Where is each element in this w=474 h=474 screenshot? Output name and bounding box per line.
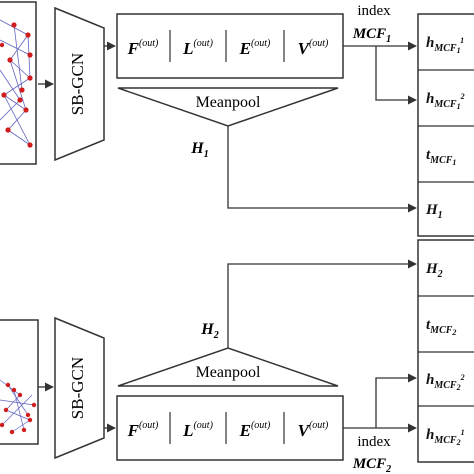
embedding-table-bottom xyxy=(417,239,474,463)
embedding-top-cell-1: hMCF11 xyxy=(426,35,464,55)
input-graph-bottom xyxy=(0,319,39,445)
output-box-bottom xyxy=(116,395,344,461)
edge-output-top: E(out) xyxy=(239,38,271,58)
embedding-bottom-cell-4: hMCF21 xyxy=(426,427,465,447)
embedding-top-cell-4: H1 xyxy=(425,202,443,221)
index-word-top: index xyxy=(357,3,391,19)
embedding-bottom-cell-2: tMCF2 xyxy=(426,317,456,337)
embedding-bottom-cell-1: H2 xyxy=(425,261,443,280)
meanpool-top xyxy=(117,87,339,127)
edge-output-bottom: E(out) xyxy=(239,420,271,440)
connectors-top xyxy=(227,41,417,213)
pooled-label-top: H1 xyxy=(190,140,208,160)
face-output-top: F(out) xyxy=(127,38,159,58)
connectors-bottom xyxy=(227,259,417,433)
meanpool-label-bottom: Meanpool xyxy=(196,364,261,381)
embedding-bottom-cell-3: hMCF22 xyxy=(426,372,465,392)
index-symbol-bottom: MCF2 xyxy=(352,456,391,474)
vertex-output-bottom: V(out) xyxy=(298,420,329,440)
meanpool-bottom xyxy=(117,347,339,387)
embedding-top-cell-2: hMCF12 xyxy=(426,91,465,111)
vertex-output-top: V(out) xyxy=(298,38,329,58)
loop-output-top: L(out) xyxy=(182,38,213,58)
output-box-top xyxy=(116,13,344,79)
embedding-table-top xyxy=(417,13,474,237)
loop-output-bottom: L(out) xyxy=(182,420,213,440)
index-symbol-top: MCF1 xyxy=(352,26,391,45)
pooled-label-bottom: H2 xyxy=(200,321,218,341)
index-word-bottom: index xyxy=(357,434,391,450)
meanpool-label-top: Meanpool xyxy=(196,94,261,111)
encoder-block-bottom xyxy=(54,316,105,460)
face-output-bottom: F(out) xyxy=(127,420,159,440)
embedding-top-cell-3: tMCF1 xyxy=(426,147,456,167)
encoder-label-top: SB-GCN xyxy=(68,53,87,115)
encoder-label-bottom: SB-GCN xyxy=(68,357,87,419)
encoder-block-top xyxy=(54,6,105,162)
input-graph-top xyxy=(0,1,37,165)
